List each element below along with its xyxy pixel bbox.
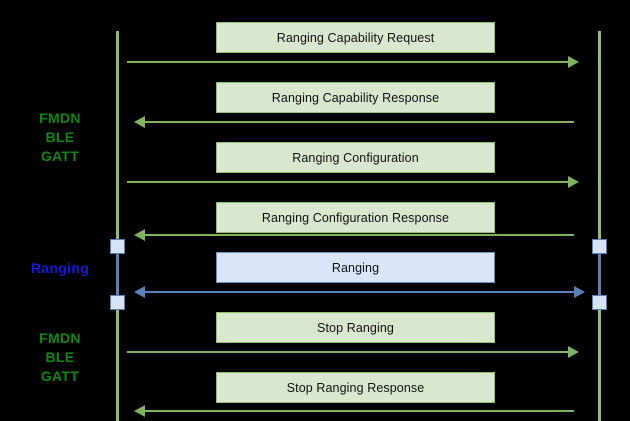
message-arrow-ranging-capability-response xyxy=(134,115,574,129)
message-box-ranging-configuration: Ranging Configuration xyxy=(216,142,495,173)
role-label-fmdn-ble-gatt-bottom: FMDN BLE GATT xyxy=(39,330,81,384)
message-arrow-stop-ranging-response xyxy=(134,404,574,418)
message-box-ranging: Ranging xyxy=(216,252,495,283)
arrowhead-right-icon xyxy=(568,346,579,358)
message-arrow-ranging-configuration-response xyxy=(134,228,574,242)
arrowhead-right-icon xyxy=(568,56,579,68)
arrowhead-right-icon xyxy=(568,176,579,188)
left-lifeline-lower xyxy=(116,301,119,421)
left-activation-start xyxy=(110,239,125,254)
role-label-ranging: Ranging xyxy=(30,260,90,276)
arrowhead-left-icon xyxy=(134,286,145,298)
arrowhead-left-icon xyxy=(134,405,145,417)
right-activation-start xyxy=(592,239,607,254)
right-activation-end xyxy=(592,295,607,310)
right-lifeline-lower xyxy=(598,301,601,421)
message-box-ranging-capability-request: Ranging Capability Request xyxy=(216,22,495,53)
arrowhead-left-icon xyxy=(134,229,145,241)
arrowhead-left-icon xyxy=(134,116,145,128)
role-label-fmdn-ble-gatt-top: FMDN BLE GATT xyxy=(39,110,81,164)
message-arrow-ranging-configuration xyxy=(127,175,579,189)
left-lifeline-ranging xyxy=(116,246,119,303)
message-box-ranging-configuration-response: Ranging Configuration Response xyxy=(216,202,495,233)
message-box-stop-ranging: Stop Ranging xyxy=(216,312,495,343)
message-arrow-ranging-capability-request xyxy=(127,55,579,69)
right-lifeline-ranging xyxy=(598,246,601,303)
right-lifeline-upper xyxy=(598,31,601,246)
message-box-ranging-capability-response: Ranging Capability Response xyxy=(216,82,495,113)
arrowhead-right-icon xyxy=(574,286,585,298)
message-box-stop-ranging-response: Stop Ranging Response xyxy=(216,372,495,403)
left-lifeline-upper xyxy=(116,31,119,246)
left-activation-end xyxy=(110,295,125,310)
message-arrow-ranging-bidirectional xyxy=(134,285,586,299)
message-arrow-stop-ranging xyxy=(127,345,579,359)
